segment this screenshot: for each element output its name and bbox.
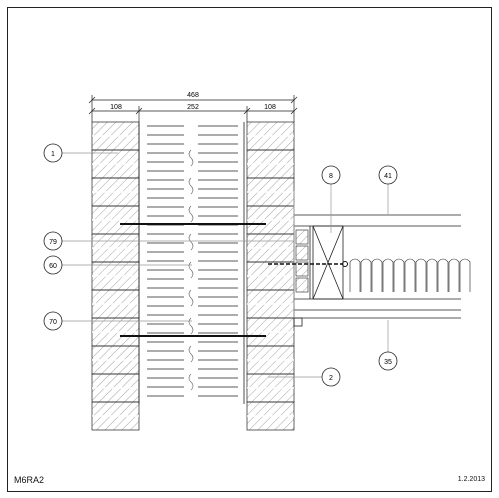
callout-1: 1: [43, 143, 63, 163]
dimension-chain: [88, 95, 298, 122]
callout-35: 35: [378, 351, 398, 371]
dim-total: 468: [187, 92, 199, 99]
dim-right-leaf: 108: [264, 104, 276, 111]
left-masonry-leaf: [91, 121, 140, 431]
callout-41-label: 41: [384, 173, 392, 180]
floor-assembly: [293, 205, 461, 327]
dim-left-leaf: 108: [110, 104, 122, 111]
wall-ties: [120, 223, 266, 337]
callout-79: 79: [43, 231, 63, 251]
callout-8-label: 8: [329, 173, 333, 180]
callout-70: 70: [43, 311, 63, 331]
callout-35-label: 35: [384, 359, 392, 366]
callout-8: 8: [321, 165, 341, 185]
drawing-frame: [7, 7, 492, 492]
fixing-bolt: [268, 261, 348, 267]
callout-60-label: 60: [49, 263, 57, 270]
callout-41: 41: [378, 165, 398, 185]
callout-60: 60: [43, 255, 63, 275]
callout-1-label: 1: [51, 151, 55, 158]
callout-2-label: 2: [329, 375, 333, 382]
face-blocks: [295, 229, 309, 293]
callout-79-label: 79: [49, 239, 57, 246]
drawing-date: 1.2.2013: [457, 476, 485, 483]
dim-insulation: 252: [187, 104, 199, 111]
right-masonry-leaf: [246, 121, 295, 431]
floor-insulation: [349, 258, 471, 292]
callout-70-label: 70: [49, 319, 57, 326]
callout-2: 2: [321, 367, 341, 387]
drawing-code: M6RA2: [14, 475, 45, 485]
leader-lines: [62, 152, 389, 378]
insulation-core: [138, 122, 245, 404]
